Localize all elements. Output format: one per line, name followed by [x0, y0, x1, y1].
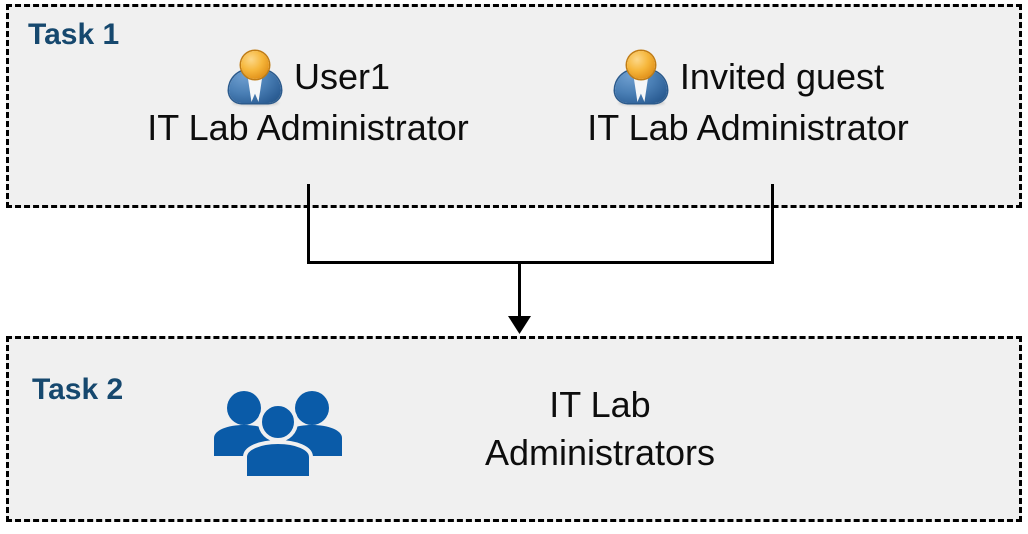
single-user-icon: [226, 48, 284, 106]
person-invited-guest: Invited guest IT Lab Administrator: [543, 48, 953, 152]
user-icon-collar: [632, 72, 649, 102]
task-1-label: Task 1: [28, 18, 120, 51]
task-1-box: [6, 4, 1022, 208]
user-icon-shadow: [231, 100, 279, 106]
group-name-label: IT Lab Administrators: [484, 384, 716, 473]
single-user-icon: [612, 48, 670, 106]
person-user1-row: User1: [128, 48, 488, 106]
person-invited-guest-row: Invited guest: [543, 48, 953, 106]
user-icon-collar: [246, 72, 263, 102]
group-of-people-icon: [210, 388, 346, 480]
person-user1: User1 IT Lab Administrator: [128, 48, 488, 152]
down-arrow-head: [508, 316, 531, 334]
task-2-label: Task 2: [32, 373, 124, 406]
person-user1-name: User1: [293, 56, 391, 97]
person-user1-role: IT Lab Administrator: [147, 107, 469, 148]
person-invited-guest-name: Invited guest: [679, 56, 885, 97]
user-icon-shadow: [617, 100, 665, 106]
user-icon-head: [626, 51, 655, 79]
user-icon-head: [240, 51, 269, 79]
task-2-box: [6, 336, 1022, 522]
person-invited-guest-role: IT Lab Administrator: [587, 107, 909, 148]
